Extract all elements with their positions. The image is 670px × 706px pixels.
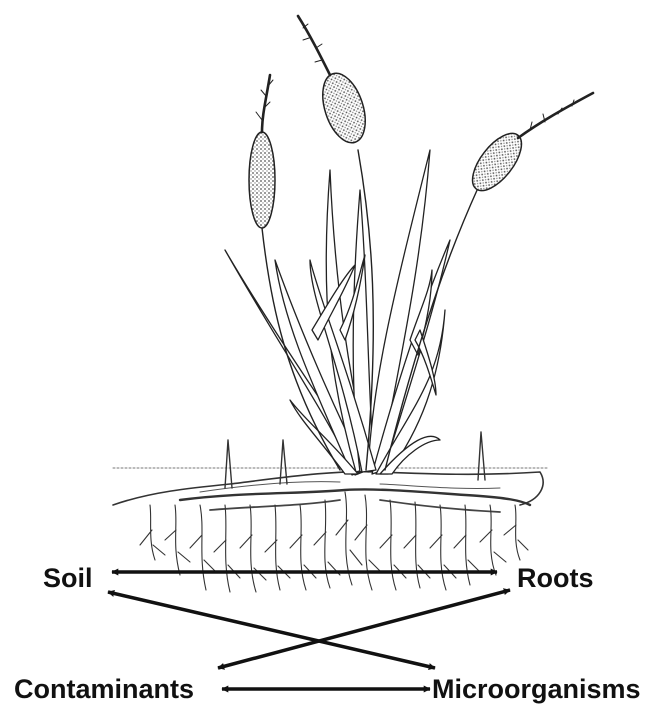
cattail-spike <box>298 16 330 75</box>
cattail-spike <box>518 93 593 138</box>
cattail-plant-icon <box>113 16 593 592</box>
root-system <box>140 492 528 592</box>
arrow-soil-microorganisms <box>108 592 435 668</box>
node-soil: Soil <box>43 565 93 592</box>
cattail-head <box>315 68 373 148</box>
shoot <box>225 440 232 488</box>
node-roots: Roots <box>517 565 594 592</box>
node-microorganisms: Microorganisms <box>432 676 641 703</box>
cattail-head <box>249 132 275 228</box>
relation-arrows <box>108 572 510 689</box>
node-contaminants: Contaminants <box>14 676 194 703</box>
shoot <box>478 432 485 480</box>
rhizome <box>180 489 530 505</box>
